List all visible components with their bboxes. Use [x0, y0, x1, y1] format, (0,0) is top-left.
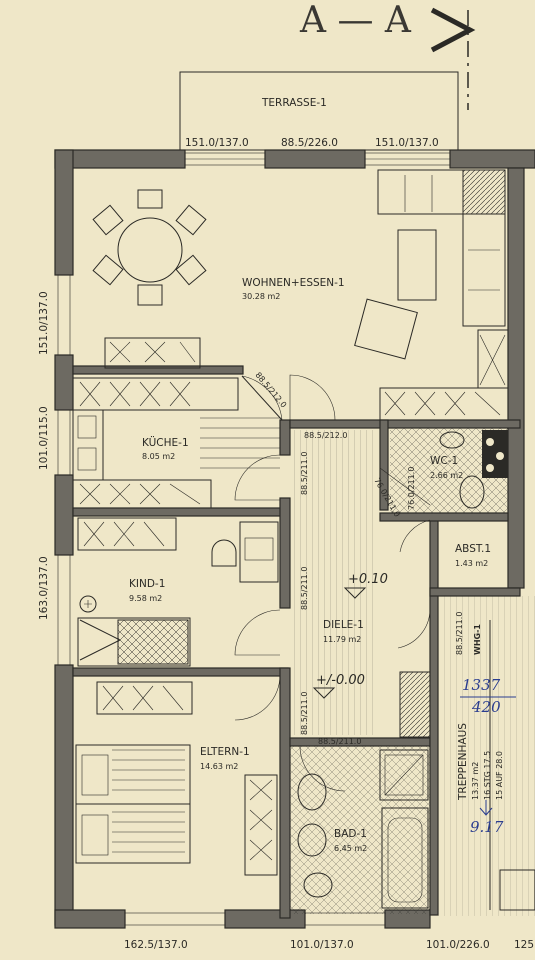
handwritten-a: 1337: [462, 676, 501, 694]
treppenhaus-labels: TREPPENHAUS 13.37 m2 16 STG 17.5 15 AUF …: [457, 624, 504, 801]
svg-text:101.0/115.0: 101.0/115.0: [38, 406, 50, 470]
abst-area: 1.43 m2: [455, 559, 488, 568]
svg-text:162.5/137.0: 162.5/137.0: [124, 939, 188, 951]
diele-area: 11.79 m2: [323, 635, 361, 644]
svg-text:88.5/212.0: 88.5/212.0: [253, 371, 288, 410]
handwritten-c: 9.17: [470, 818, 504, 836]
svg-text:151.0/137.0: 151.0/137.0: [375, 137, 439, 149]
kind-label: KIND-1: [129, 578, 165, 590]
svg-text:101.0/226.0: 101.0/226.0: [426, 939, 490, 951]
wc-fixtures: [390, 428, 508, 513]
eltern-label: ELTERN-1: [200, 746, 250, 758]
diele-label: DIELE-1: [323, 619, 364, 631]
treppenhaus-stg: 16 STG 17.5: [483, 751, 492, 800]
treppenhaus-auf: 15 AUF 28.0: [495, 751, 504, 800]
wc-area: 2.66 m2: [430, 471, 463, 480]
eltern-furniture: [75, 681, 278, 876]
bad-label: BAD-1: [334, 828, 367, 840]
terrasse-label: TERRASSE-1: [261, 97, 327, 109]
kitchen-counters: [72, 377, 280, 509]
stair-mark: WHG-1: [473, 624, 482, 655]
handwritten-notes: 1337 420 9.17: [460, 676, 516, 836]
wc-label: WC-1: [430, 455, 458, 467]
treppenhaus-label: TREPPENHAUS: [457, 723, 469, 801]
svg-text:125: 125: [514, 939, 534, 951]
wohnen-area: 30.28 m2: [242, 292, 280, 301]
svg-text:163.0/137.0: 163.0/137.0: [38, 556, 50, 620]
svg-text:101.0/137.0: 101.0/137.0: [290, 939, 354, 951]
svg-text:88.5/226.0: 88.5/226.0: [281, 137, 338, 149]
eltern-area: 14.63 m2: [200, 762, 238, 771]
bad-area: 6.45 m2: [334, 844, 367, 853]
svg-text:A — A: A — A: [299, 0, 412, 41]
kind-area: 9.58 m2: [129, 594, 162, 603]
kind-furniture: [77, 517, 279, 667]
svg-text:151.0/137.0: 151.0/137.0: [185, 137, 249, 149]
diele-floor: [292, 430, 431, 738]
living-furniture: [104, 169, 506, 369]
level-markers: +0.10 +/-0.00: [312, 572, 388, 699]
room-labels: WOHNEN+ESSEN-1 30.28 m2 KÜCHE-1 8.05 m2 …: [129, 277, 491, 853]
level-upper: +0.10: [348, 572, 388, 587]
windows: [57, 152, 451, 926]
svg-text:88.5/212.0: 88.5/212.0: [304, 431, 347, 440]
wohnen-label: WOHNEN+ESSEN-1: [242, 277, 345, 289]
doors: [234, 374, 431, 792]
svg-text:76.0/211.0: 76.0/211.0: [407, 467, 416, 510]
svg-text:88.5/211.0: 88.5/211.0: [300, 567, 309, 610]
svg-text:151.0/137.0: 151.0/137.0: [38, 291, 50, 355]
dining-table: [92, 189, 207, 306]
bad-fixtures: [290, 746, 430, 914]
abst-label: ABST.1: [455, 543, 491, 555]
exterior-walls: [54, 149, 535, 929]
kueche-label: KÜCHE-1: [142, 436, 189, 449]
treppenhaus: [438, 596, 535, 916]
svg-text:88.5/211.0: 88.5/211.0: [318, 737, 361, 746]
interior-walls: [72, 365, 521, 919]
svg-text:88.5/211.0: 88.5/211.0: [300, 692, 309, 735]
treppenhaus-area: 13.37 m2: [471, 762, 480, 800]
svg-text:88.5/211.0: 88.5/211.0: [300, 452, 309, 495]
section-mark: A — A: [299, 0, 476, 110]
level-ground: +/-0.00: [316, 673, 365, 688]
kueche-area: 8.05 m2: [142, 452, 175, 461]
handwritten-b: 420: [471, 698, 501, 716]
living-cabinets: [379, 329, 509, 421]
svg-text:88.5/211.0: 88.5/211.0: [455, 612, 464, 655]
